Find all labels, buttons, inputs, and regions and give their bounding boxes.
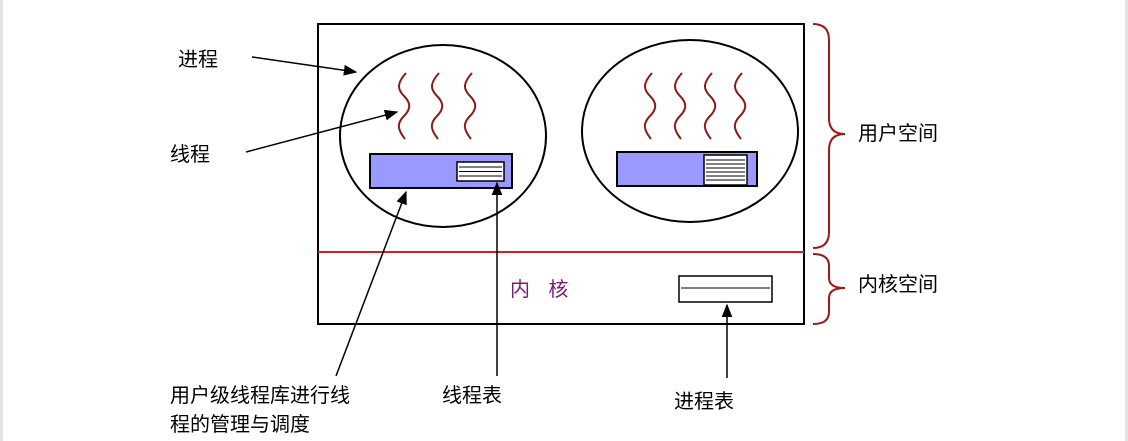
- brace-icon: [812, 23, 846, 249]
- kernel-process-table: [678, 275, 773, 303]
- system-box: [317, 23, 805, 325]
- user-library-label-line2: 程的管理与调度: [170, 412, 310, 436]
- kernel-label: 内 核: [510, 277, 574, 301]
- user-space-label: 用户空间: [858, 121, 938, 145]
- process-label: 进程: [178, 47, 218, 71]
- thread-table-label: 线程表: [442, 383, 502, 407]
- thread-wave-icon: [643, 72, 747, 140]
- arrow-icon: [335, 190, 407, 377]
- arrow-icon: [245, 109, 399, 153]
- page-edge-left: [0, 0, 3, 441]
- process-1: [339, 44, 547, 228]
- user-library-label-line1: 用户级线程库进行线: [170, 383, 350, 407]
- process-ellipse: [339, 44, 547, 228]
- thread-wave-icon: [397, 72, 477, 140]
- process-ellipse: [581, 39, 799, 223]
- arrow-icon: [251, 56, 358, 76]
- brace-icon: [812, 253, 846, 325]
- table-icon: [456, 161, 505, 182]
- process-table-label: 进程表: [674, 389, 734, 413]
- process-2: [581, 39, 799, 223]
- kernel-space-label: 内核空间: [858, 272, 938, 296]
- table-icon: [703, 154, 748, 186]
- thread-label: 线程: [170, 142, 210, 166]
- page-edge-right: [1125, 0, 1128, 441]
